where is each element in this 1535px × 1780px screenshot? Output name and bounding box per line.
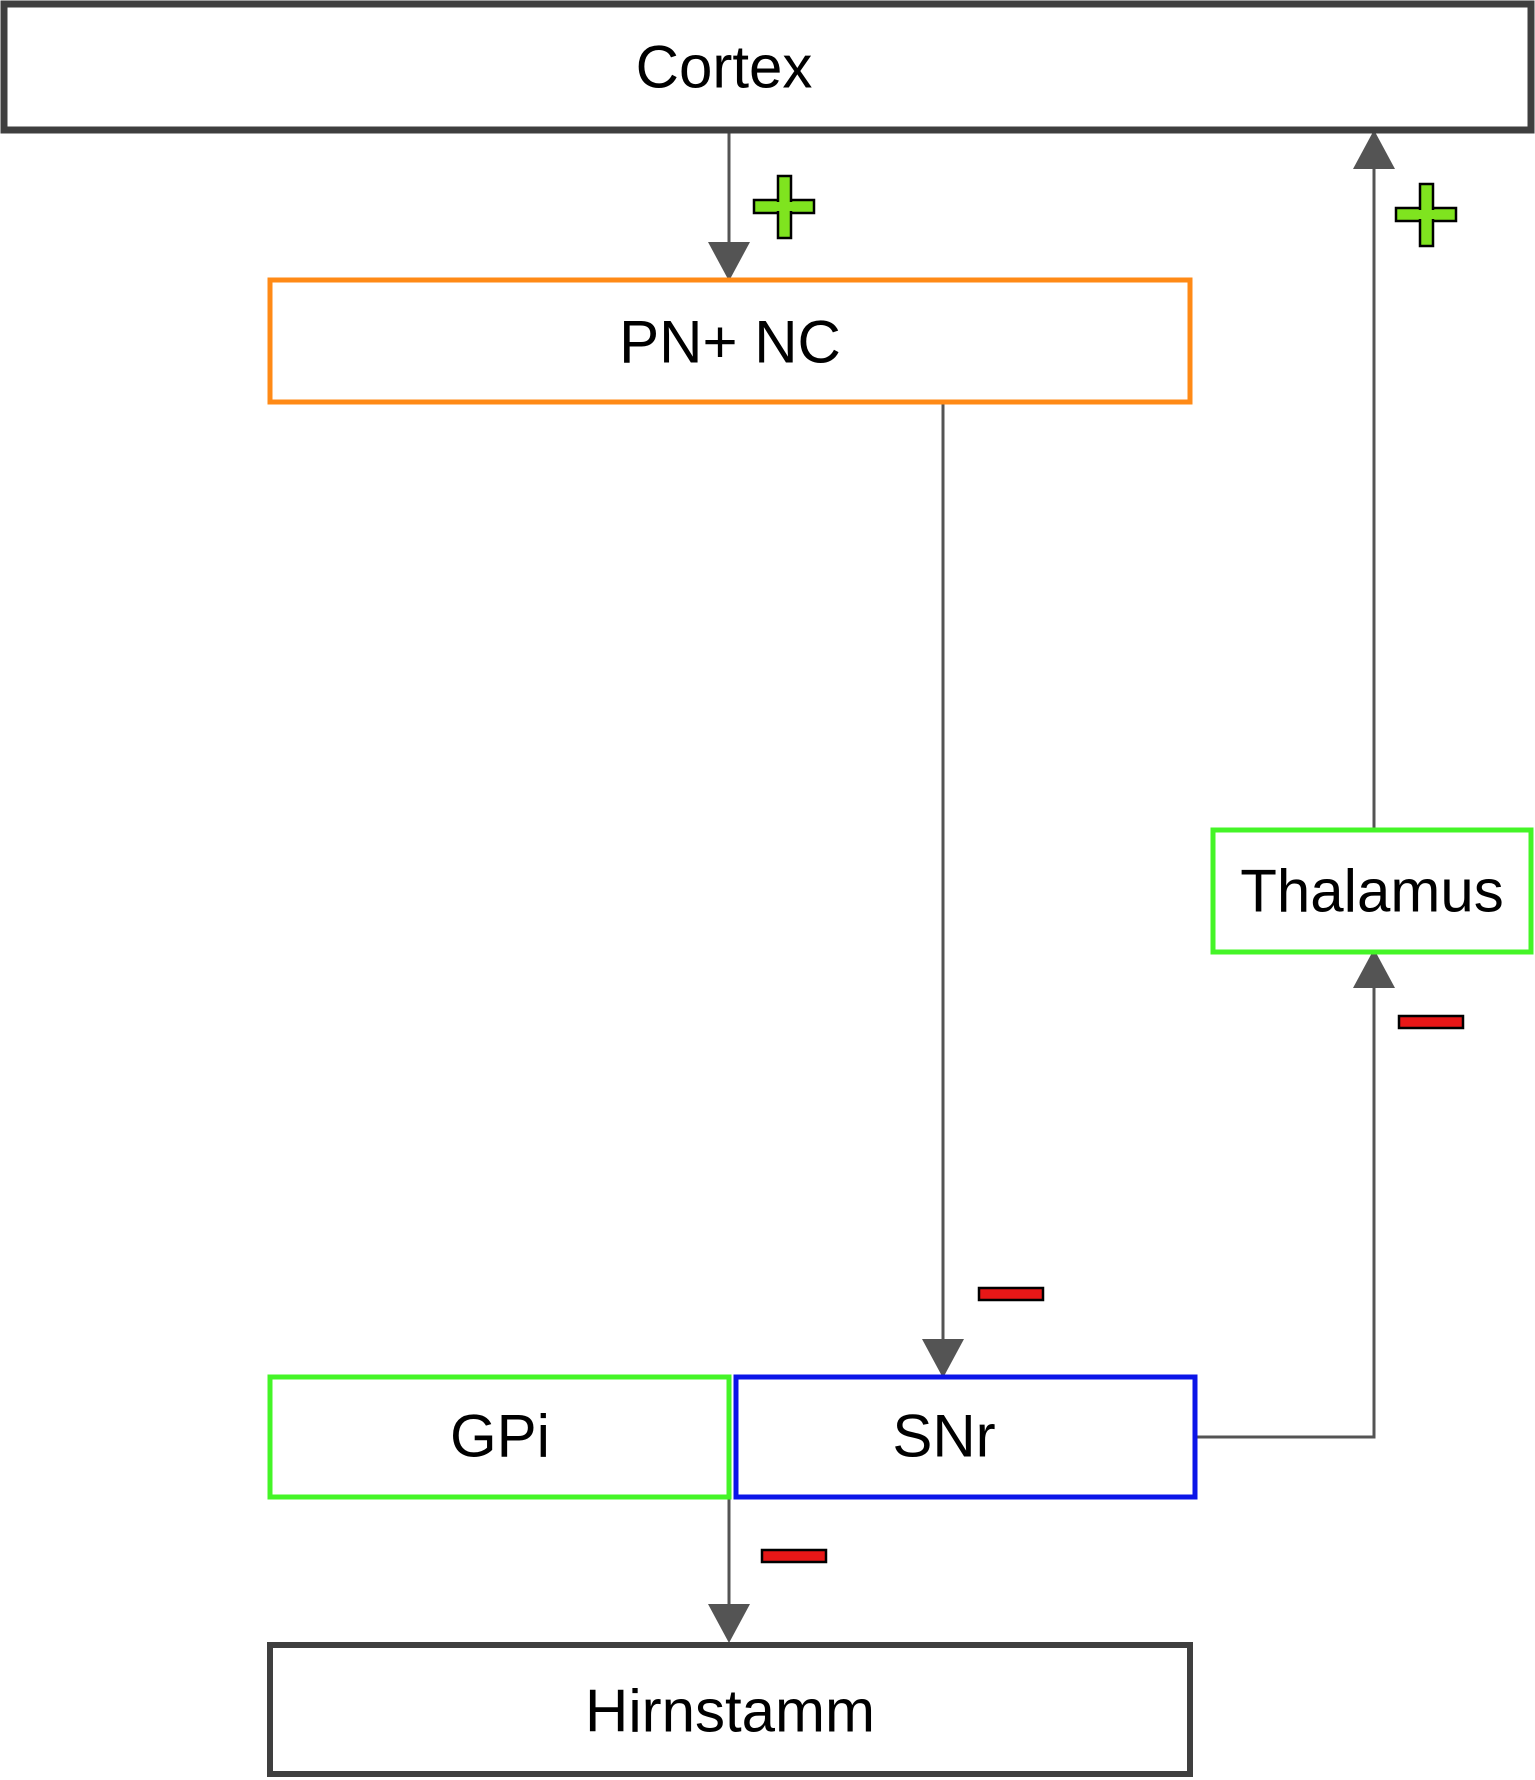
cortex-box (0, 0, 1535, 134)
sign-markers (752, 174, 1465, 1564)
thalamus-box (1210, 827, 1534, 955)
gpi-box (267, 1374, 732, 1500)
node-cortex: Cortex (0, 0, 1535, 134)
node-snr: SNr (733, 1374, 1198, 1500)
node-hirnstamm: Hirnstamm (267, 1642, 1193, 1777)
node-pn-nc: PN+ NC (267, 277, 1193, 405)
cortex-label: Cortex (636, 34, 813, 101)
connectors (708, 130, 1395, 1643)
edge-snr-to-thalamus (1190, 975, 1376, 1439)
snr-label: SNr (892, 1403, 995, 1470)
node-gpi: GPi (267, 1374, 732, 1500)
arrowhead-hirnstamm (708, 1604, 750, 1643)
minus-sign-snr-thalamus (1397, 1014, 1465, 1030)
arrowhead-cortex (1353, 130, 1395, 169)
hirnstamm-label: Hirnstamm (585, 1678, 875, 1745)
arrowhead-pn-nc (708, 242, 750, 281)
pn-nc-box (267, 277, 1193, 405)
plus-sign-cortex-pn-nc (752, 174, 816, 240)
node-thalamus: Thalamus (1210, 827, 1534, 955)
hirnstamm-box (267, 1642, 1193, 1777)
minus-sign-gpi-hirnstamm (760, 1548, 828, 1564)
minus-sign-pn-nc-snr (977, 1286, 1045, 1302)
thalamus-label: Thalamus (1240, 858, 1503, 925)
arrowhead-thalamus (1353, 949, 1395, 988)
snr-box (733, 1374, 1198, 1500)
pn-nc-label: PN+ NC (619, 309, 841, 376)
plus-sign-thalamus-cortex (1394, 182, 1458, 248)
arrowhead-snr (922, 1339, 964, 1378)
gpi-label: GPi (450, 1403, 550, 1470)
